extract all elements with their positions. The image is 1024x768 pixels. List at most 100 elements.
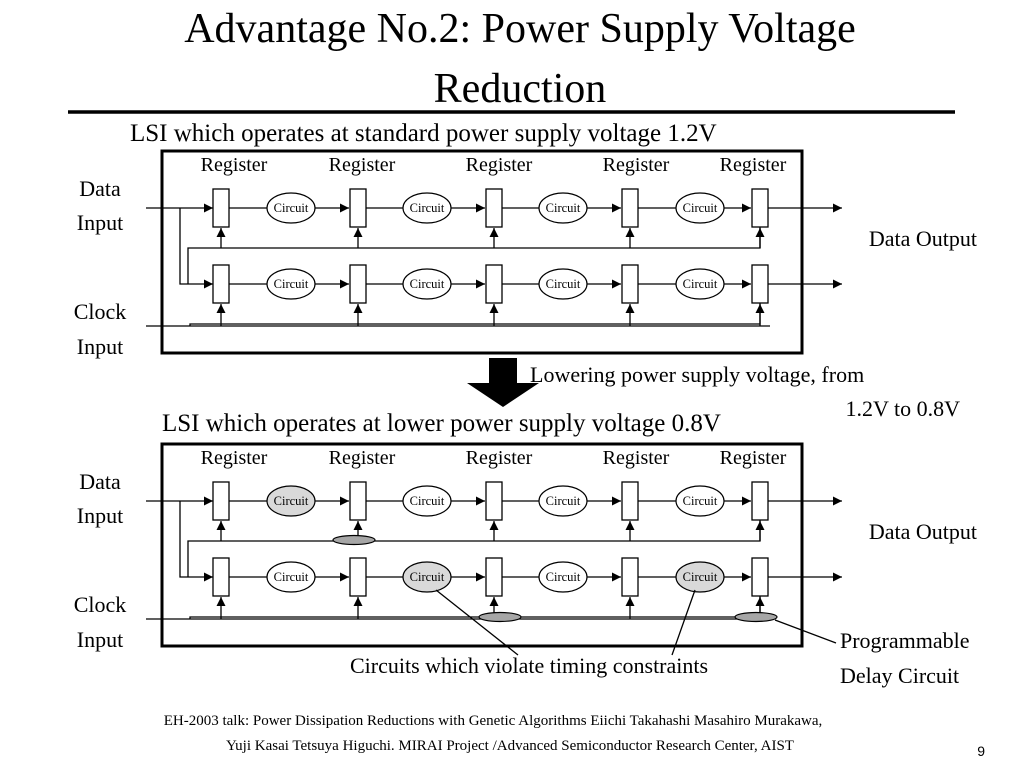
circuit-label: Circuit	[274, 570, 309, 584]
slide-title-line-2: Reduction	[434, 66, 607, 112]
circuit-label: Circuit	[683, 201, 718, 215]
register-label: Register	[466, 447, 533, 469]
circuit-label: Circuit	[410, 494, 445, 508]
clock-input-label: Input	[77, 627, 123, 652]
down-arrow-icon	[467, 358, 539, 407]
violation-pointer-line-2	[671, 589, 696, 656]
register-block	[751, 481, 769, 521]
clock-input-label: Clock	[74, 592, 127, 617]
register-block	[621, 481, 639, 521]
feedback-wire	[189, 303, 761, 326]
circuit-label: Circuit	[410, 277, 445, 291]
programmable-delay-circuit	[478, 611, 522, 623]
circuit-block	[675, 268, 725, 300]
feedback-wire	[189, 596, 761, 619]
programmable-delay-circuit	[734, 611, 778, 623]
circuit-block	[538, 192, 588, 224]
clock-input-label: Clock	[74, 299, 127, 324]
register-block	[751, 264, 769, 304]
timing-violating-circuit	[402, 561, 452, 593]
circuit-block	[266, 561, 316, 593]
register-block	[485, 481, 503, 521]
register-label: Register	[720, 447, 787, 469]
delay-note-line-2: Delay Circuit	[840, 663, 959, 688]
circuit-block	[538, 268, 588, 300]
bottom-lsi-diagram: LSI which operates at lower power supply…	[74, 410, 977, 652]
clock-input-label: Input	[77, 334, 123, 359]
timing-violating-circuit	[266, 485, 316, 517]
register-label: Register	[329, 447, 396, 469]
circuit-block	[402, 192, 452, 224]
footer-line-1: EH-2003 talk: Power Dissipation Reductio…	[164, 713, 823, 729]
register-label: Register	[201, 154, 268, 176]
timing-violating-circuit	[675, 561, 725, 593]
circuit-block	[538, 561, 588, 593]
register-block	[212, 188, 230, 228]
circuit-block	[675, 192, 725, 224]
top-diagram-heading: LSI which operates at standard power sup…	[130, 120, 717, 147]
circuit-label: Circuit	[683, 570, 718, 584]
register-block	[751, 557, 769, 597]
register-label: Register	[201, 447, 268, 469]
top-lsi-frame	[160, 149, 804, 355]
delay-note-line-1: Programmable	[840, 628, 970, 653]
data-input-label: Data	[79, 176, 121, 201]
register-label: Register	[603, 154, 670, 176]
data-input-branch-wire	[179, 501, 213, 582]
violation-note: Circuits which violate timing constraint…	[350, 653, 708, 678]
slide-title-line-1: Advantage No.2: Power Supply Voltage	[184, 6, 856, 52]
bottom-diagram-heading: LSI which operates at lower power supply…	[162, 410, 721, 437]
programmable-delay-circuit	[332, 534, 376, 546]
register-block	[621, 557, 639, 597]
data-input-label: Input	[77, 210, 123, 235]
circuit-label: Circuit	[546, 201, 581, 215]
top-lsi-diagram: LSI which operates at standard power sup…	[74, 120, 977, 359]
register-block	[349, 188, 367, 228]
register-label: Register	[603, 447, 670, 469]
register-label: Register	[466, 154, 533, 176]
register-block	[485, 188, 503, 228]
delay-pointer-line	[774, 619, 837, 644]
register-block	[485, 557, 503, 597]
circuit-label: Circuit	[274, 494, 309, 508]
register-block	[621, 264, 639, 304]
circuit-block	[675, 485, 725, 517]
register-block	[212, 264, 230, 304]
data-input-label: Data	[79, 469, 121, 494]
circuit-label: Circuit	[274, 277, 309, 291]
register-label: Register	[720, 154, 787, 176]
register-block	[349, 481, 367, 521]
data-input-branch-wire	[179, 208, 213, 289]
circuit-block	[266, 192, 316, 224]
circuit-block	[402, 268, 452, 300]
data-output-label: Data Output	[869, 226, 977, 251]
circuit-block	[538, 485, 588, 517]
circuit-block	[266, 268, 316, 300]
violation-pointer-line-1	[435, 589, 519, 656]
register-block	[751, 188, 769, 228]
register-label: Register	[329, 154, 396, 176]
register-block	[212, 481, 230, 521]
bottom-lsi-frame	[160, 442, 804, 648]
circuit-label: Circuit	[410, 201, 445, 215]
footer-line-2: Yuji Kasai Tetsuya Higuchi. MIRAI Projec…	[226, 738, 794, 754]
register-block	[485, 264, 503, 304]
register-block	[349, 264, 367, 304]
register-block	[349, 557, 367, 597]
circuit-label: Circuit	[410, 570, 445, 584]
data-output-label: Data Output	[869, 519, 977, 544]
circuit-label: Circuit	[546, 570, 581, 584]
circuit-label: Circuit	[683, 494, 718, 508]
circuit-label: Circuit	[546, 494, 581, 508]
circuit-label: Circuit	[683, 277, 718, 291]
transition-text-line-1: Lowering power supply voltage, from	[530, 362, 864, 387]
circuit-label: Circuit	[546, 277, 581, 291]
circuit-label: Circuit	[274, 201, 309, 215]
data-input-label: Input	[77, 503, 123, 528]
register-block	[621, 188, 639, 228]
page-number: 9	[977, 743, 985, 759]
transition-text-line-2: 1.2V to 0.8V	[846, 396, 961, 421]
circuit-block	[402, 485, 452, 517]
register-block	[212, 557, 230, 597]
